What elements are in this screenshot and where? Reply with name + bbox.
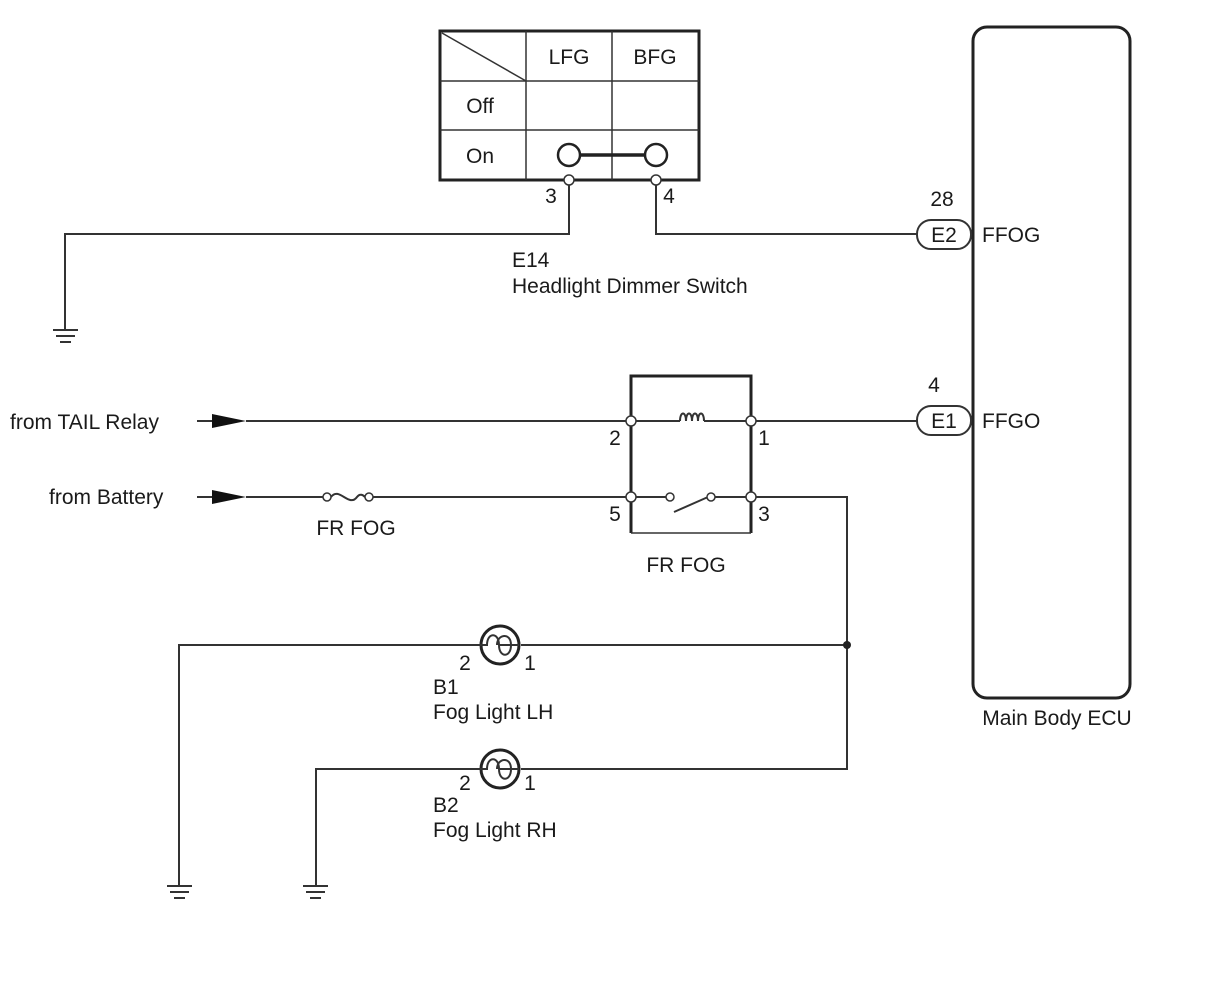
ecu-name-label: Main Body ECU xyxy=(982,707,1131,730)
connector-e2-label: E2 xyxy=(931,224,957,247)
lamp-rh-pin-2: 2 xyxy=(459,772,471,795)
switch-continuity-node xyxy=(556,142,582,168)
lamp-filament xyxy=(481,634,519,656)
connector-e1-label: E1 xyxy=(931,410,957,433)
ecu-pin-4: 4 xyxy=(928,374,940,397)
ecu-pin-28: 28 xyxy=(930,188,953,211)
lamp-filament xyxy=(481,758,519,780)
fr-fog-relay: 2 1 5 3 FR FOG xyxy=(609,374,770,577)
ecu-box xyxy=(971,25,1132,700)
fuse-icon xyxy=(322,492,374,502)
headlight-dimmer-switch: LFG BFG Off On 3 4 E14 Headlight Dimmer … xyxy=(438,29,748,298)
relay-coil-icon xyxy=(679,412,705,422)
ground-symbol-icon xyxy=(167,885,192,899)
relay-contact-terminal xyxy=(706,492,716,502)
connector-e2 xyxy=(916,219,972,250)
relay-terminal xyxy=(625,491,637,503)
ground-symbol-icon xyxy=(53,329,78,343)
relay-terminal xyxy=(625,415,637,427)
arrow-right-icon xyxy=(212,414,246,428)
relay-contact-blade xyxy=(673,496,709,513)
wire-lamp-lh-ground xyxy=(178,644,481,886)
junction-dot xyxy=(843,641,851,649)
ecu-signal-ffgo: FFGO xyxy=(982,410,1040,433)
relay-pin-2: 2 xyxy=(609,427,621,450)
input-tail-label: from TAIL Relay xyxy=(10,411,159,434)
fuse-name-label: FR FOG xyxy=(316,517,395,540)
relay-terminal xyxy=(745,415,757,427)
relay-name-label: FR FOG xyxy=(646,554,725,577)
switch-code-label: E14 xyxy=(512,249,550,272)
arrow-right-icon xyxy=(212,490,246,504)
lamp-rh-code: B2 xyxy=(433,794,459,817)
switch-name-label: Headlight Dimmer Switch xyxy=(512,275,748,298)
wire-lamp-rh-ground xyxy=(315,768,481,886)
relay-housing xyxy=(629,374,753,420)
wire-relay-to-lamps xyxy=(521,496,848,770)
lamp-rh-pin-1: 1 xyxy=(524,772,536,795)
switch-terminal xyxy=(563,174,575,186)
switch-row-off: Off xyxy=(466,95,494,118)
relay-contact-terminal xyxy=(665,492,675,502)
switch-pin-3: 3 xyxy=(545,185,557,208)
relay-pin-5: 5 xyxy=(609,503,621,526)
switch-col-bfg: BFG xyxy=(633,46,676,69)
lamp-rh-name: Fog Light RH xyxy=(433,819,557,842)
fog-light-rh: 2 1 B2 Fog Light RH xyxy=(433,748,557,842)
main-body-ecu: Main Body ECU 28 E2 FFOG 4 E1 FFGO xyxy=(916,25,1132,730)
fog-light-lh: 2 1 B1 Fog Light LH xyxy=(433,624,553,724)
switch-col-lfg: LFG xyxy=(549,46,590,69)
relay-pin-1: 1 xyxy=(758,427,770,450)
lamp-lh-name: Fog Light LH xyxy=(433,701,553,724)
switch-continuity-node xyxy=(643,142,669,168)
relay-terminal xyxy=(745,491,757,503)
switch-row-on: On xyxy=(466,145,494,168)
wire-switch-to-ecu xyxy=(655,185,917,235)
switch-pin-4: 4 xyxy=(663,185,675,208)
lamp-lh-pin-2: 2 xyxy=(459,652,471,675)
lamp-lh-code: B1 xyxy=(433,676,459,699)
wire-switch-ground xyxy=(64,185,570,330)
switch-table-diagonal xyxy=(441,32,527,82)
input-battery-label: from Battery xyxy=(49,486,164,509)
switch-terminal xyxy=(650,174,662,186)
ecu-signal-ffog: FFOG xyxy=(982,224,1040,247)
relay-pin-3: 3 xyxy=(758,503,770,526)
lamp-lh-pin-1: 1 xyxy=(524,652,536,675)
ground-symbol-icon xyxy=(303,885,328,899)
